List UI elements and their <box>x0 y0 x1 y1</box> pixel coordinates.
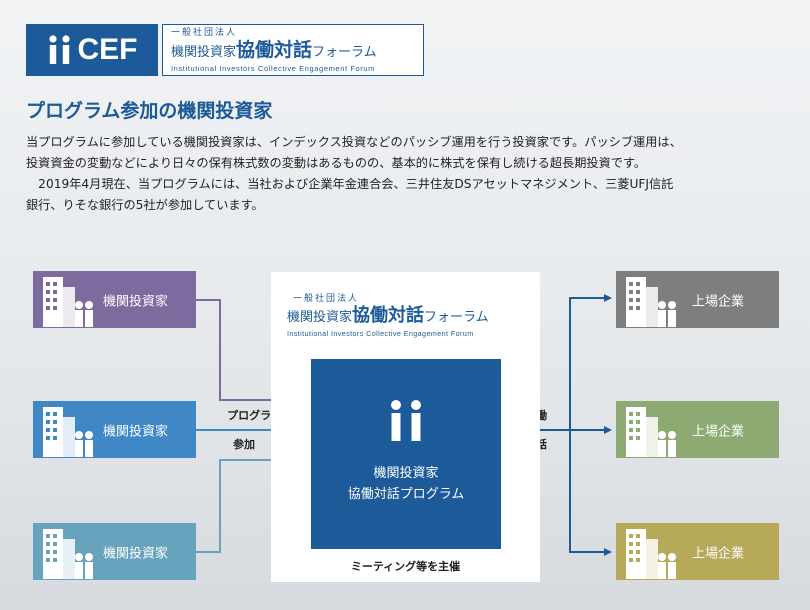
logo-line-2: 機関投資家協働対話フォーラム <box>171 39 377 61</box>
building-people-icon <box>626 407 676 457</box>
center-panel: 一般社団法人 機関投資家協働対話フォーラム Institutional Inve… <box>271 272 540 582</box>
description-line: 投資資金の変動などにより日々の保有株式数の変動はあるものの、基本的に株式を保有し… <box>26 156 647 170</box>
description-line: 当プログラムに参加している機関投資家は、インデックス投資などのパッシブ運用を行う… <box>26 135 682 149</box>
investor-box: 機関投資家 <box>33 401 196 458</box>
company-box: 上場企業 <box>616 523 779 580</box>
company-box: 上場企業 <box>616 271 779 328</box>
investor-box: 機関投資家 <box>33 523 196 580</box>
arrow-investor-1 <box>196 299 307 404</box>
center-forum-logo: 一般社団法人 機関投資家協働対話フォーラム Institutional Inve… <box>287 294 527 339</box>
company-label: 上場企業 <box>692 424 745 439</box>
investor-label: 機関投資家 <box>103 546 169 561</box>
forum-logo-text: 一般社団法人 機関投資家協働対話フォーラム Institutional Inve… <box>162 24 424 76</box>
people-mark-icon <box>48 35 70 64</box>
company-label: 上場企業 <box>692 294 745 309</box>
investor-label: 機関投資家 <box>103 424 169 439</box>
center-logo-line-1: 一般社団法人 <box>293 294 360 304</box>
forum-logo: CEF 一般社団法人 機関投資家協働対話フォーラム Institutional … <box>26 24 424 76</box>
building-people-icon <box>43 277 93 327</box>
building-people-icon <box>43 407 93 457</box>
logo-cef-text: CEF <box>77 33 138 66</box>
arrow-label-participate-2: 参加 <box>233 438 255 451</box>
program-box: 機関投資家 協働対話プログラム <box>311 359 501 549</box>
people-mark-icon <box>391 400 421 441</box>
description-line: 銀行、りそな銀行の5社が参加しています。 <box>26 198 264 212</box>
building-people-icon <box>626 529 676 579</box>
investor-box: 機関投資家 <box>33 271 196 328</box>
building-people-icon <box>43 529 93 579</box>
description-line: 2019年4月現在、当プログラムには、当社および企業年金連合会、三井住友DSアセ… <box>26 177 674 191</box>
logo-en-line: Institutional Investors Collective Engag… <box>171 64 376 73</box>
center-logo-en: Institutional Investors Collective Engag… <box>287 329 474 338</box>
company-box: 上場企業 <box>616 401 779 458</box>
logo-line-1: 一般社団法人 <box>171 28 238 38</box>
meeting-caption: ミーティング等を主催 <box>350 560 461 573</box>
forum-logo-mark: CEF <box>26 24 158 76</box>
arrow-investor-3 <box>196 456 307 553</box>
description: 当プログラムに参加している機関投資家は、インデックス投資などのパッシブ運用を行う… <box>26 132 790 216</box>
investor-label: 機関投資家 <box>103 294 169 309</box>
center-logo-line-2: 機関投資家協働対話フォーラム <box>287 305 489 326</box>
arrow-company-3 <box>569 430 612 556</box>
building-people-icon <box>626 277 676 327</box>
company-label: 上場企業 <box>692 546 745 561</box>
page-title: プログラム参加の機関投資家 <box>26 100 273 122</box>
program-title-line-1: 機関投資家 <box>373 466 439 481</box>
program-title-line-2: 協働対話プログラム <box>347 487 465 502</box>
